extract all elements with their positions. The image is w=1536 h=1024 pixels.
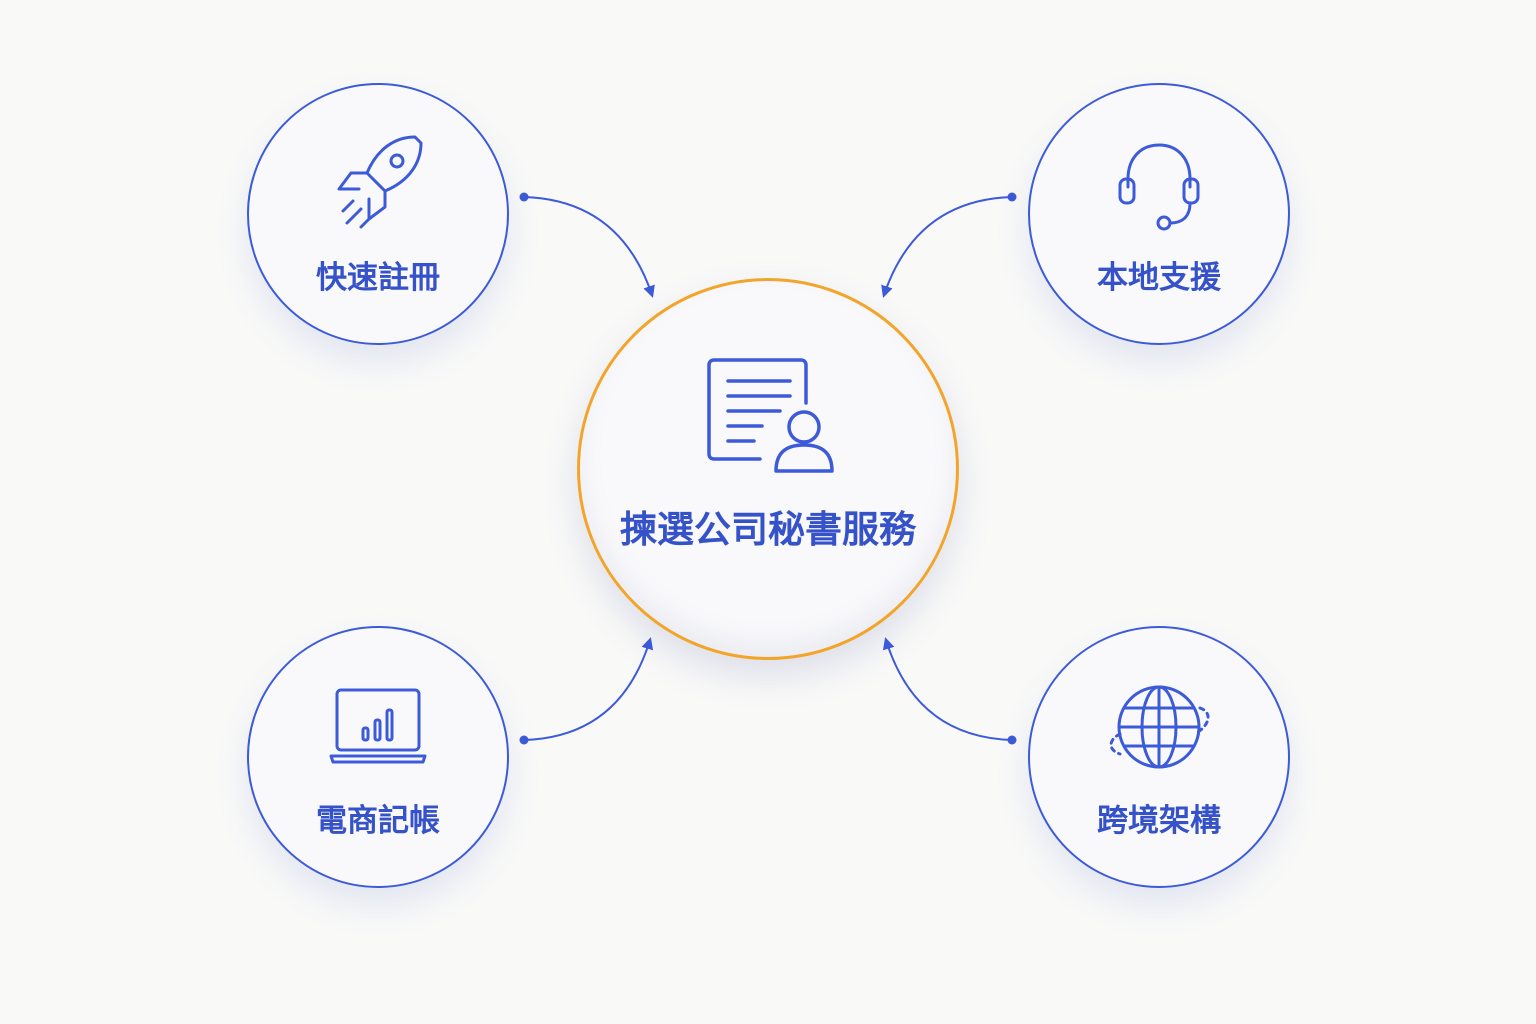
laptop-chart-icon <box>329 688 427 764</box>
center-label: 揀選公司秘書服務 <box>620 508 916 551</box>
globe-orbit-icon <box>1109 685 1210 769</box>
connector-support <box>881 192 1017 298</box>
node-label: 快速註冊 <box>316 260 440 296</box>
center-node: 揀選公司秘書服務 <box>577 278 959 660</box>
connector-crossborder <box>882 637 1017 745</box>
document-person-icon <box>707 358 834 473</box>
node-label: 本地支援 <box>1097 260 1221 296</box>
node-label: 跨境架構 <box>1097 803 1221 839</box>
node-register: 快速註冊 <box>247 83 509 345</box>
connector-arrow <box>523 196 655 298</box>
connector-ecommerce <box>519 637 654 745</box>
node-support: 本地支援 <box>1028 83 1290 345</box>
rocket-icon <box>337 135 423 229</box>
headset-icon <box>1118 143 1200 231</box>
node-crossborder: 跨境架構 <box>1028 626 1290 888</box>
connector-arrow <box>881 196 1013 298</box>
connector-arrow <box>523 637 654 741</box>
connector-arrow <box>882 637 1013 741</box>
node-ecommerce: 電商記帳 <box>247 626 509 888</box>
connector-register <box>519 192 655 298</box>
node-label: 電商記帳 <box>316 803 440 839</box>
